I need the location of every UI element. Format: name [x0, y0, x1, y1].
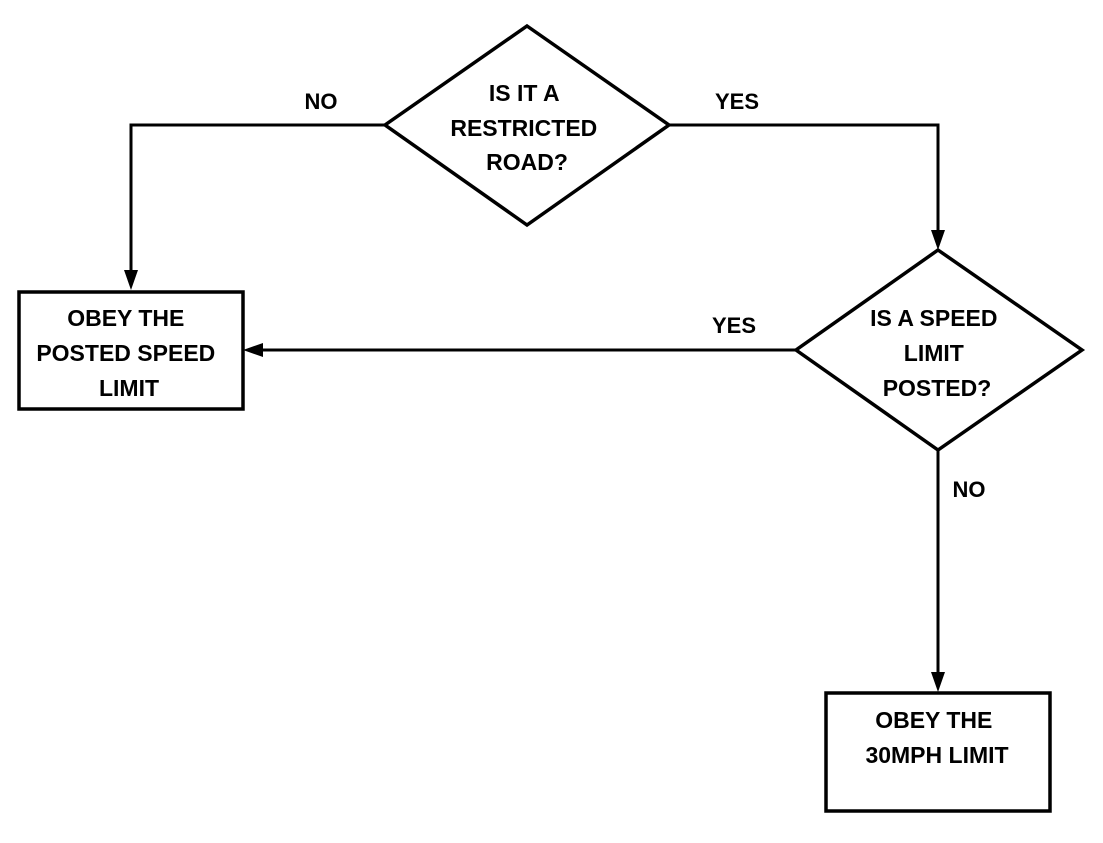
decision-speed-limit-posted-label: IS A SPEED LIMIT POSTED? — [870, 305, 1004, 401]
node-text-line: OBEY THE — [67, 305, 184, 331]
node-text-line: POSTED SPEED — [36, 340, 215, 366]
edge-restricted-no-line — [129, 123, 385, 278]
node-text-line: OBEY THE — [875, 707, 992, 733]
node-text-line: ROAD? — [486, 149, 568, 175]
process-obey-posted-speed-limit-label: OBEY THE POSTED SPEED LIMIT — [36, 305, 221, 401]
edge-posted-yes-arrowhead — [243, 343, 263, 357]
node-text-line: IS A SPEED — [870, 305, 997, 331]
edge-restricted-yes-arrowhead — [931, 230, 945, 250]
decision-speed-limit-posted — [792, 247, 1086, 453]
edge-restricted-no-arrowhead — [124, 270, 138, 290]
node-text-line: LIMIT — [99, 375, 159, 401]
node-text-line: 30MPH LIMIT — [865, 742, 1008, 768]
process-obey-30mph-limit-label: OBEY THE 30MPH LIMIT — [865, 707, 1008, 768]
edge-restricted-no-label: NO — [305, 89, 338, 114]
edge-posted-yes-label: YES — [712, 313, 756, 338]
node-text-line: RESTRICTED — [450, 115, 597, 141]
decision-restricted-road-label: IS IT A RESTRICTED ROAD? — [450, 80, 603, 175]
process-obey-30mph-limit — [824, 691, 1052, 813]
node-text-line: LIMIT — [904, 340, 964, 366]
process-obey-posted-speed-limit — [17, 290, 245, 411]
edge-posted-no-label: NO — [953, 477, 986, 502]
node-text-line: IS IT A — [489, 80, 559, 106]
edge-posted-no-arrowhead — [931, 672, 945, 692]
edge-restricted-yes-line — [669, 123, 940, 238]
decision-restricted-road — [381, 23, 673, 228]
edge-restricted-yes-label: YES — [715, 89, 759, 114]
node-text-line: POSTED? — [883, 375, 992, 401]
